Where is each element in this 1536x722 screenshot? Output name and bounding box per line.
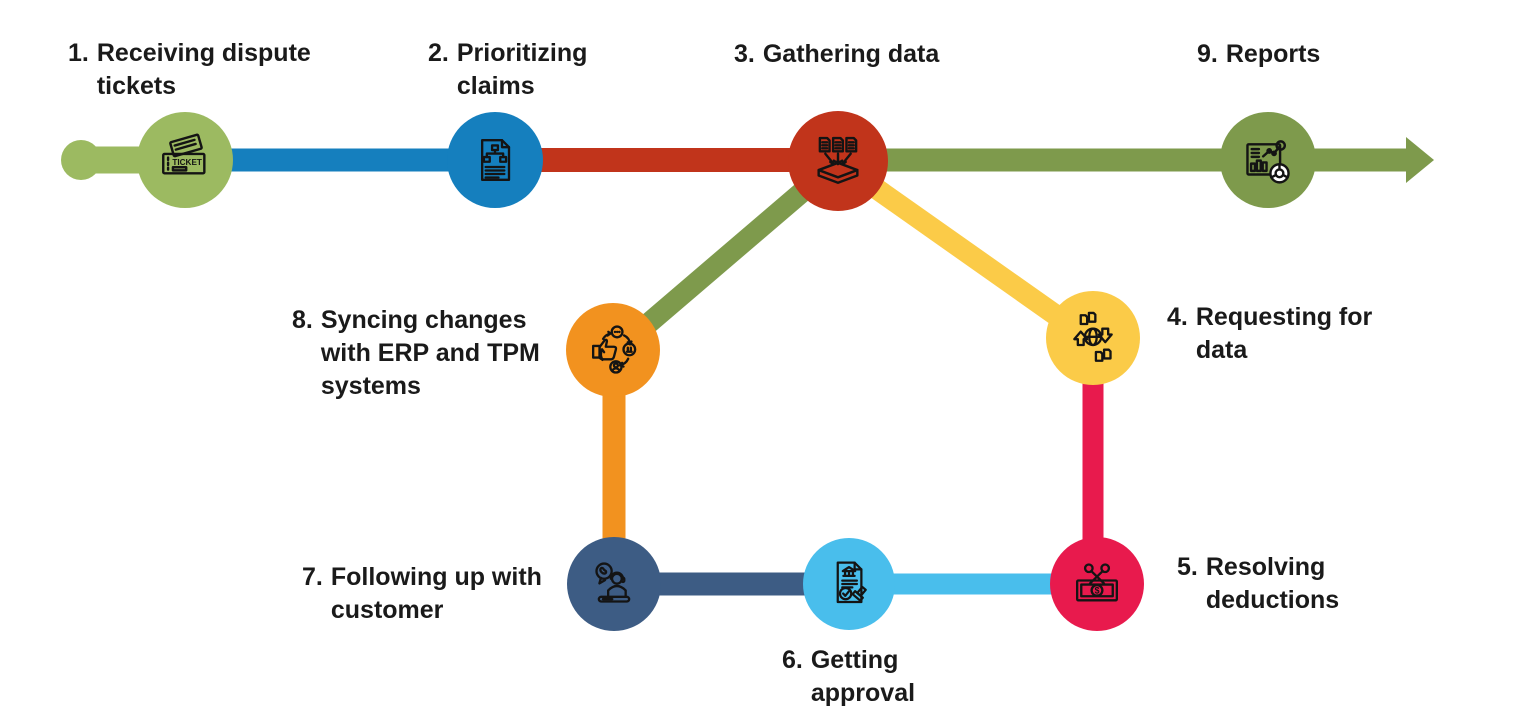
step-circle-8	[566, 303, 660, 397]
gathering-data-icon	[817, 136, 859, 184]
prioritize-claims-icon	[481, 139, 511, 181]
step-number: 9.	[1197, 40, 1218, 68]
customer-followup-icon	[595, 562, 631, 603]
dispute-tickets-icon: TICKET	[162, 133, 206, 175]
reports-dashboard-icon	[1246, 140, 1290, 184]
step-text: Receiving dispute tickets	[96, 39, 311, 100]
step-text: Resolving deductions	[1205, 553, 1340, 614]
step-label-8: 8. Syncing changes with ERP and TPM syst…	[292, 304, 540, 403]
step-text: Following up with customer	[330, 563, 542, 624]
step-text: Prioritizing claims	[456, 39, 588, 100]
resolving-deductions-icon: $	[1076, 563, 1118, 602]
step-number: 6.	[782, 646, 803, 674]
step-text: Gathering data	[762, 40, 940, 68]
connector-8-to-3	[608, 155, 843, 360]
step-number: 3.	[734, 40, 755, 68]
step-label-5: 5. Resolving deductions	[1177, 551, 1339, 617]
step-circle-3	[788, 111, 888, 211]
step-text: Syncing changes with ERP and TPM systems	[320, 306, 540, 400]
svg-text:TICKET: TICKET	[172, 158, 202, 167]
start-dot	[61, 140, 101, 180]
step-label-4: 4. Requesting for data	[1167, 301, 1372, 367]
connector-3-to-4	[833, 154, 1098, 349]
step-number: 7.	[302, 563, 323, 591]
sync-erp-tpm-icon	[592, 325, 637, 374]
step-number: 4.	[1167, 303, 1188, 331]
approval-stamp-icon	[836, 561, 867, 604]
step-number: 1.	[68, 39, 89, 67]
step-label-7: 7. Following up with customer	[302, 561, 542, 627]
step-circle-4	[1046, 291, 1140, 385]
step-circle-2	[447, 112, 543, 208]
step-label-2: 2. Prioritizing claims	[428, 37, 587, 103]
step-number: 5.	[1177, 553, 1198, 581]
step-text: Getting approval	[810, 646, 916, 707]
step-number: 8.	[292, 306, 313, 334]
flow-arrowhead-icon	[1406, 137, 1434, 183]
step-circle-1: TICKET	[137, 112, 233, 208]
step-label-1: 1. Receiving dispute tickets	[68, 37, 311, 103]
step-circle-5: $	[1050, 537, 1144, 631]
step-circle-9	[1220, 112, 1316, 208]
svg-text:$: $	[1095, 586, 1100, 596]
step-label-9: 9. Reports	[1197, 38, 1320, 71]
step-label-6: 6. Getting approval	[782, 644, 915, 710]
step-text: Requesting for data	[1195, 303, 1373, 364]
step-circle-6	[803, 538, 895, 630]
requesting-data-icon	[1073, 311, 1113, 362]
step-label-3: 3. Gathering data	[734, 38, 939, 71]
step-circle-7	[567, 537, 661, 631]
step-text: Reports	[1225, 40, 1321, 68]
step-number: 2.	[428, 39, 449, 67]
